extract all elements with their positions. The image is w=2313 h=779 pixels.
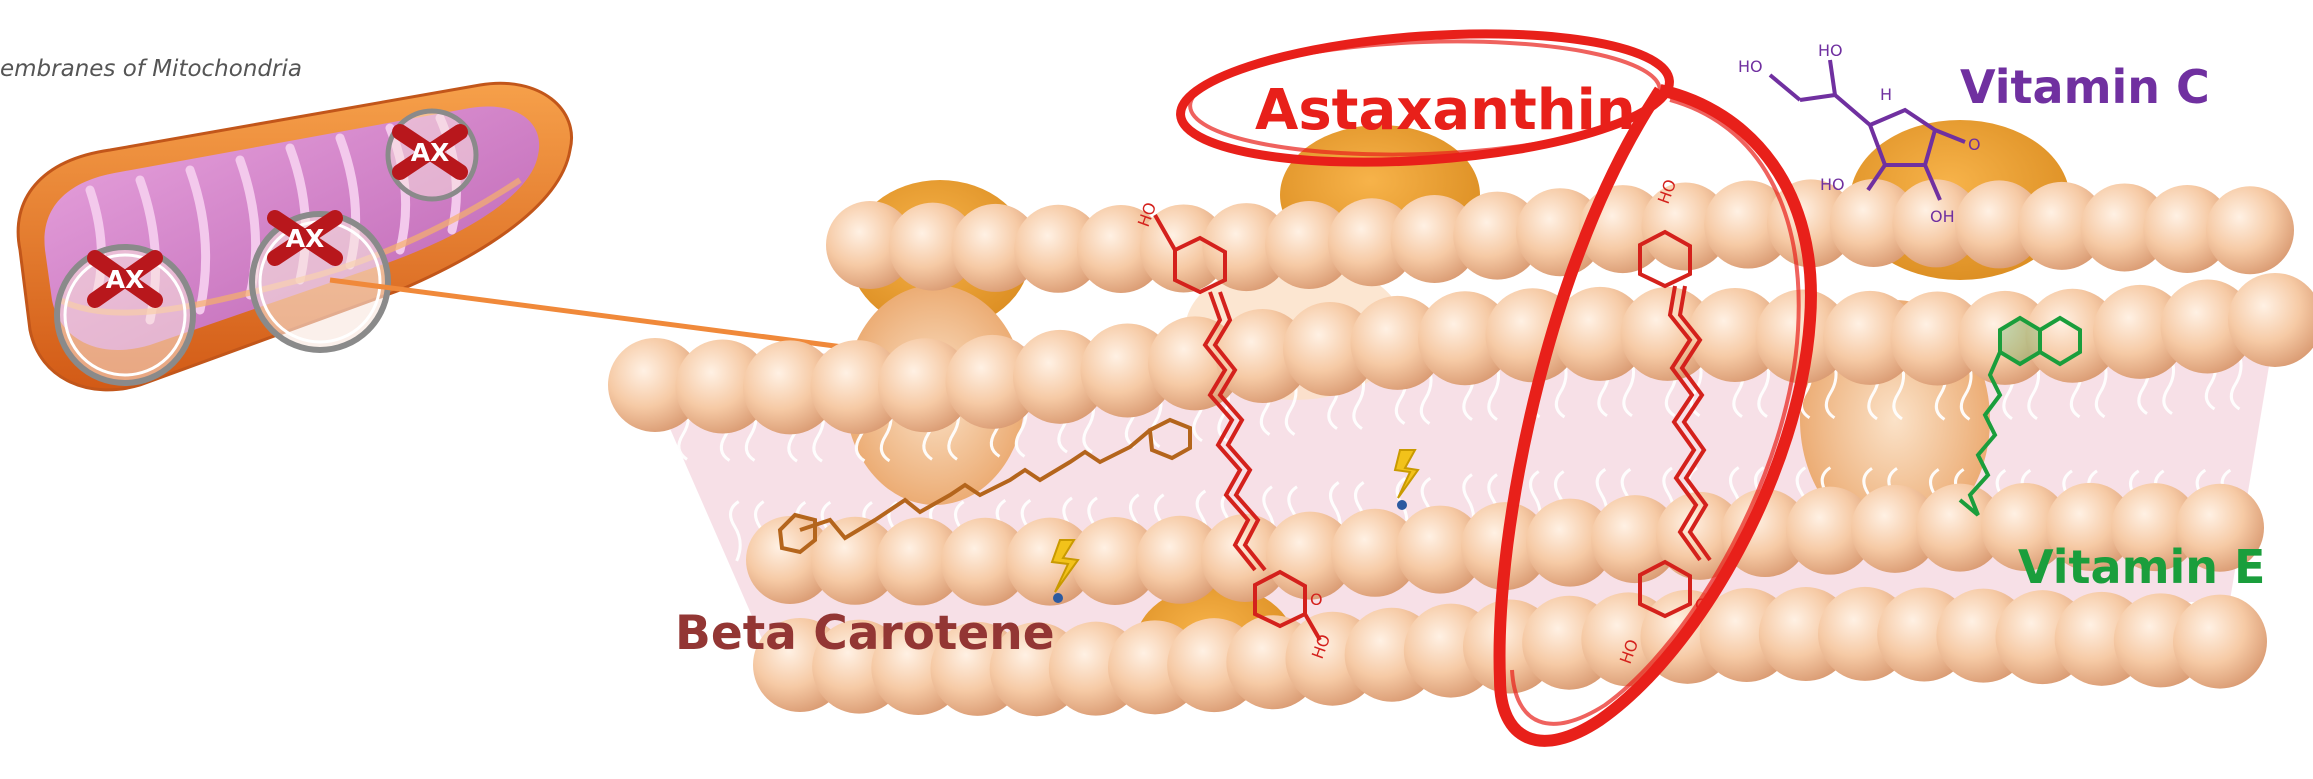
vitc-ho-label: HO <box>1818 41 1843 60</box>
astax-o-label: O <box>1310 590 1323 609</box>
mitochondrion: AX AX AX <box>18 83 571 390</box>
ax-badge-label: AX <box>286 224 325 253</box>
vitamin-c-label: Vitamin C <box>1960 60 2210 114</box>
astaxanthin-label: Astaxanthin <box>1255 78 1636 143</box>
vitc-ho-label: HO <box>1738 57 1763 76</box>
beta-carotene-label: Beta Carotene <box>675 606 1055 661</box>
lipid-head <box>2206 186 2294 274</box>
vitc-o-label: O <box>1968 135 1981 154</box>
ax-badge-label: AX <box>411 138 450 167</box>
lipid-tail <box>689 501 699 560</box>
ax-badge-label: AX <box>106 265 145 294</box>
lipid-tail <box>2289 469 2299 528</box>
lipid-tail <box>2264 469 2274 528</box>
vitc-oh-label: OH <box>1930 207 1955 226</box>
vitc-ho-label: HO <box>1820 175 1845 194</box>
lipid-tail <box>664 501 674 560</box>
lipid-head <box>2173 595 2267 689</box>
mitochondria-caption: embranes of Mitochondria <box>0 56 302 82</box>
vitc-h-label: H <box>1880 85 1892 104</box>
vitamin-e-label: Vitamin E <box>2018 540 2265 594</box>
